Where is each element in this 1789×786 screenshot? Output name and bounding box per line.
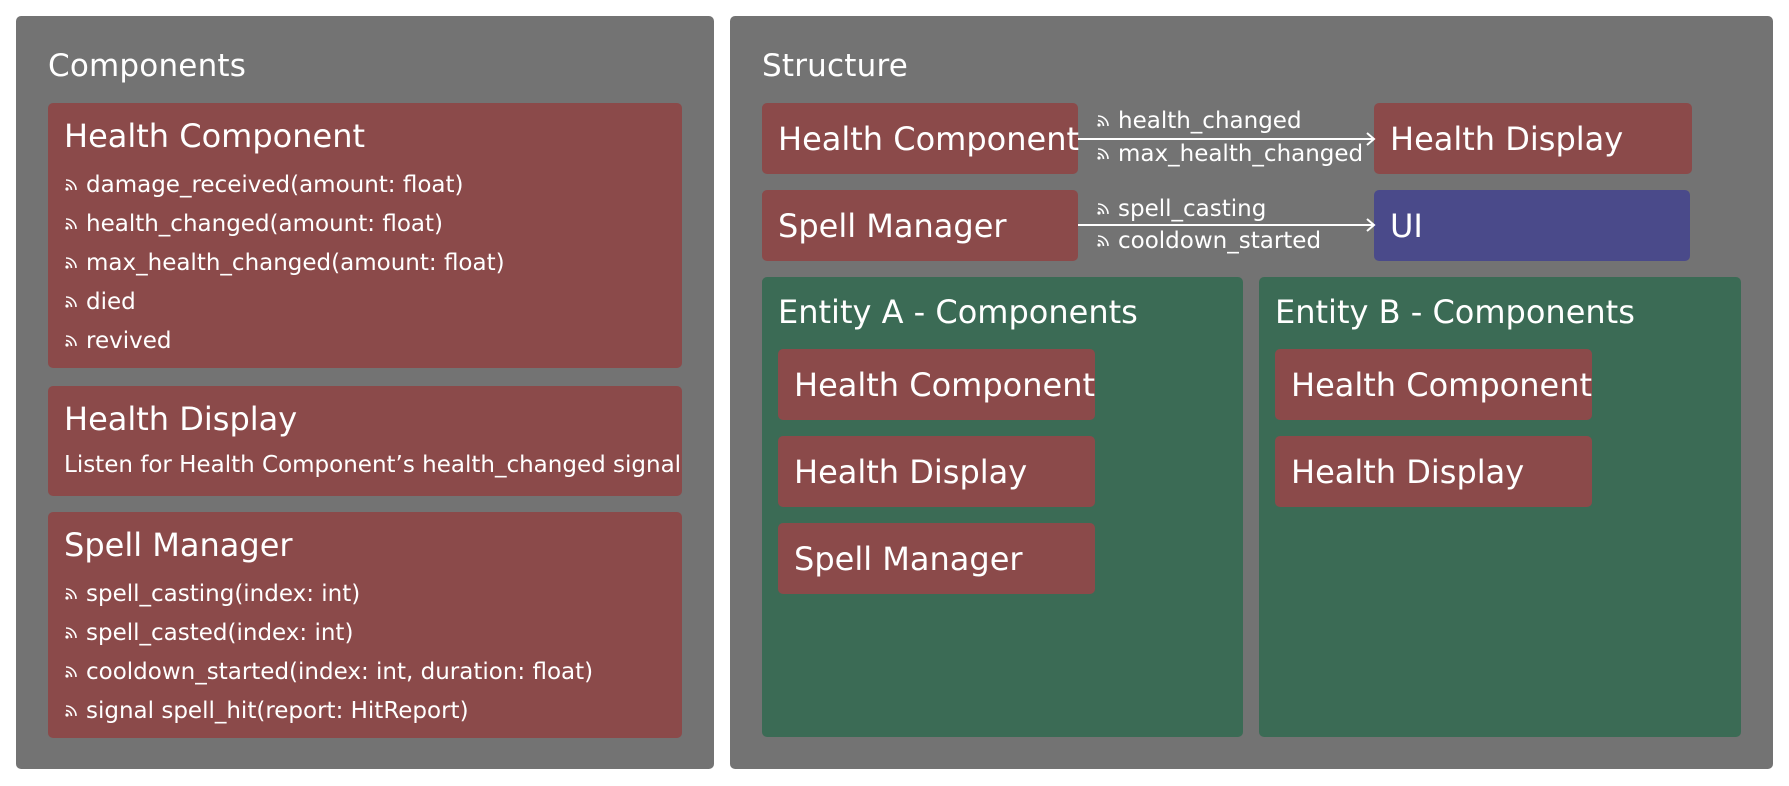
health-display-card: Health Display Listen for Health Compone… [48,386,682,496]
signal-icon [64,587,78,601]
connection-label-spell-casting: spell_casting [1096,194,1266,224]
entity-a-health-display: Health Display [778,436,1095,507]
signal-icon [1096,147,1110,161]
connection-label-max-health-changed: max_health_changed [1096,139,1363,169]
entity-b-health-display: Health Display [1275,436,1592,507]
signal-icon [64,704,78,718]
health-component-signal-list: damage_received(amount: float) health_ch… [64,165,505,360]
signal-icon [64,626,78,640]
spell-manager-signal-list: spell_casting(index: int) spell_casted(i… [64,574,593,730]
structure-panel: Structure Health Component health_change… [730,16,1773,769]
signal-label: spell_casting(index: int) [86,580,361,607]
signal-icon [1096,202,1110,216]
connection-label-health-changed: health_changed [1096,106,1302,136]
entity-a-spell-manager: Spell Manager [778,523,1095,594]
signal-label: cooldown_started(index: int, duration: f… [86,658,594,685]
connection-signal-label: cooldown_started [1118,228,1322,254]
entity-a-title: Entity A - Components [778,293,1138,331]
arrow-icon [1366,218,1376,232]
signal-icon [64,665,78,679]
signal-item: spell_casted(index: int) [64,613,593,652]
signal-item: damage_received(amount: float) [64,165,505,204]
health-display-description: Listen for Health Component’s health_cha… [64,452,682,478]
signal-icon [64,295,78,309]
entity-b-group: Entity B - Components Health Component H… [1259,277,1741,737]
entity-b-health-component: Health Component [1275,349,1592,420]
structure-panel-title: Structure [762,48,909,84]
structure-spell-manager-node: Spell Manager [762,190,1078,261]
signal-icon [64,334,78,348]
arrow-icon [1366,132,1376,146]
structure-ui-node: UI [1374,190,1690,261]
signal-label: health_changed(amount: float) [86,210,443,237]
structure-health-display-node: Health Display [1374,103,1692,174]
signal-icon [64,178,78,192]
entity-a-group: Entity A - Components Health Component H… [762,277,1243,737]
signal-item: max_health_changed(amount: float) [64,243,505,282]
signal-icon [1096,114,1110,128]
spell-manager-card-title: Spell Manager [64,526,293,564]
health-display-card-title: Health Display [64,400,298,438]
signal-item: revived [64,321,505,360]
signal-item: died [64,282,505,321]
signal-label: damage_received(amount: float) [86,171,464,198]
signal-icon [64,217,78,231]
signal-label: signal spell_hit(report: HitReport) [86,697,469,724]
signal-item: signal spell_hit(report: HitReport) [64,691,593,730]
structure-health-component-node: Health Component [762,103,1079,174]
connection-label-cooldown-started: cooldown_started [1096,226,1321,256]
connection-signal-label: spell_casting [1118,196,1267,222]
components-panel-title: Components [48,48,247,84]
signal-label: died [86,288,136,315]
signal-label: spell_casted(index: int) [86,619,354,646]
health-component-card: Health Component damage_received(amount:… [48,103,682,368]
connection-signal-label: health_changed [1118,108,1302,134]
signal-icon [64,256,78,270]
spell-manager-card: Spell Manager spell_casting(index: int) … [48,512,682,738]
signal-label: revived [86,327,172,354]
entity-b-title: Entity B - Components [1275,293,1635,331]
health-component-card-title: Health Component [64,117,366,155]
signal-item: cooldown_started(index: int, duration: f… [64,652,593,691]
entity-a-health-component: Health Component [778,349,1095,420]
components-panel: Components Health Component damage_recei… [16,16,714,769]
connection-signal-label: max_health_changed [1118,141,1364,167]
signal-icon [1096,234,1110,248]
signal-item: spell_casting(index: int) [64,574,593,613]
signal-label: max_health_changed(amount: float) [86,249,505,276]
signal-item: health_changed(amount: float) [64,204,505,243]
